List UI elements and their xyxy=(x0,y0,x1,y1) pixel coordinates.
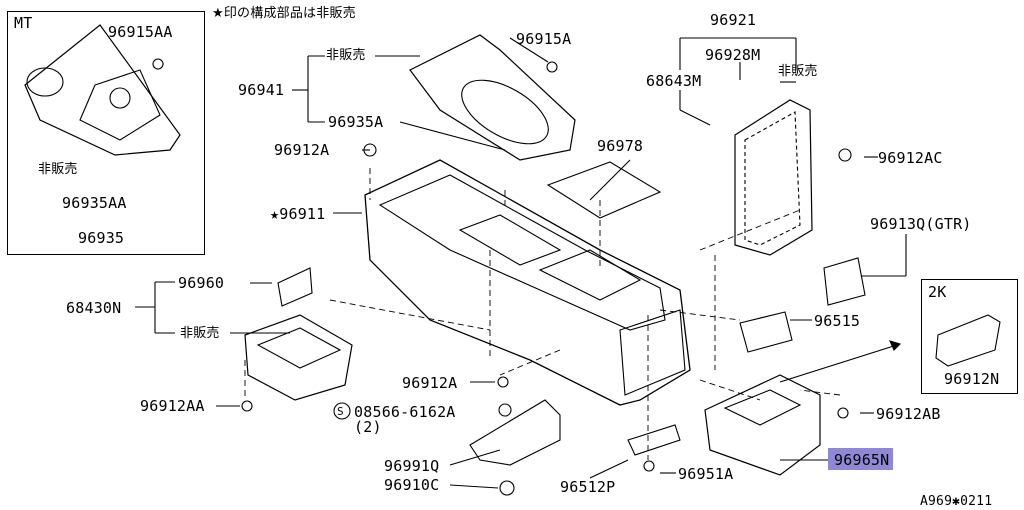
part-96515[interactable]: 96515 xyxy=(814,312,861,330)
part-08566-s-mark: S xyxy=(337,405,344,418)
part-96912A-mid[interactable]: 96912A xyxy=(402,374,458,392)
highlight-96965N xyxy=(828,448,893,470)
part-96935A[interactable]: 96935A xyxy=(328,113,384,131)
part-96991Q[interactable]: 96991Q xyxy=(384,457,440,475)
part-96941[interactable]: 96941 xyxy=(238,81,285,99)
part-96512P[interactable]: 96512P xyxy=(560,478,616,496)
diagram-code: A969✱0211 xyxy=(920,494,993,509)
part-96951A[interactable]: 96951A xyxy=(678,465,734,483)
inset-2k-label-96912N[interactable]: 96912N xyxy=(944,370,1000,388)
part-96915A[interactable]: 96915A xyxy=(516,30,572,48)
inset-2k-frame xyxy=(921,279,1018,394)
part-96912AA[interactable]: 96912AA xyxy=(140,397,205,415)
part-68430N[interactable]: 68430N xyxy=(66,299,122,317)
part-96928M[interactable]: 96928M xyxy=(705,46,761,64)
inset-mt-title: MT xyxy=(14,14,33,32)
part-96965N[interactable]: 96965N xyxy=(834,451,890,469)
part-96912A-top[interactable]: 96912A xyxy=(274,141,330,159)
part-96912AC[interactable]: 96912AC xyxy=(878,149,943,167)
inset-mt-label-96935[interactable]: 96935 xyxy=(78,229,125,247)
inset-mt-frame xyxy=(7,11,205,255)
part-08566-qty: (2) xyxy=(354,418,382,436)
part-96960[interactable]: 96960 xyxy=(178,274,225,292)
part-96913Q[interactable]: 96913Q(GTR) xyxy=(870,215,972,233)
part-96921[interactable]: 96921 xyxy=(710,11,757,29)
part-68643M[interactable]: 68643M xyxy=(646,72,702,90)
part-96978[interactable]: 96978 xyxy=(597,137,644,155)
inset-mt-label-96935AA[interactable]: 96935AA xyxy=(62,194,127,212)
part-96912AB[interactable]: 96912AB xyxy=(876,405,941,423)
inset-mt-label-not-sold: 非販売 xyxy=(38,162,78,177)
part-not-sold-left: 非販売 xyxy=(180,326,220,341)
part-not-sold-armrest: 非販売 xyxy=(778,64,818,79)
part-08566-6162A[interactable]: 08566-6162A xyxy=(354,403,456,421)
inset-mt-label-96915AA[interactable]: 96915AA xyxy=(108,23,173,41)
part-not-sold-top: 非販売 xyxy=(326,48,366,63)
part-96910C[interactable]: 96910C xyxy=(384,476,440,494)
part-96911[interactable]: ★96911 xyxy=(270,205,326,223)
note-text: ★印の構成部品は非販売 xyxy=(212,6,356,21)
inset-2k-title: 2K xyxy=(928,283,947,301)
